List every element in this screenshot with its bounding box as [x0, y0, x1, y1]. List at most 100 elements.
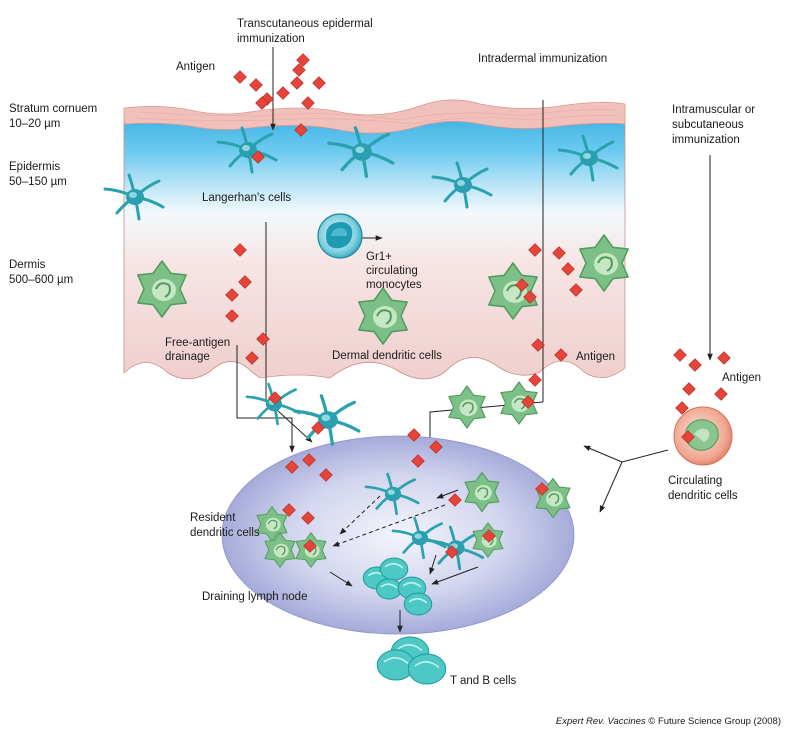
antigen-particle — [714, 387, 728, 401]
resident-dc-label: Resident dendritic cells — [190, 512, 260, 539]
antigen-particle — [276, 86, 290, 100]
antigen-particle — [282, 503, 296, 517]
dermal-dendritic-cell — [358, 287, 408, 345]
langerhans-cell — [327, 126, 395, 178]
dermal-dendritic-cells — [137, 234, 629, 568]
antigen-particle — [554, 348, 568, 362]
antigen-particle — [528, 243, 542, 257]
dermal-dendritic-cell — [137, 260, 187, 318]
langerhans-cell — [431, 161, 493, 209]
circulating-dendritic-cell — [673, 406, 733, 466]
dermal-dendritic-cell — [488, 262, 538, 320]
antigen-particle — [531, 338, 545, 352]
antigen-particle — [303, 539, 317, 553]
antigen-particle — [682, 382, 696, 396]
journal-name: Expert Rev. Vaccines — [556, 716, 646, 727]
antigen-particle — [312, 76, 326, 90]
free-antigen-label: Free-antigen drainage — [165, 337, 233, 363]
lymph-node-arrows — [329, 489, 479, 633]
copyright-text: © Future Science Group (2008) — [646, 716, 781, 727]
lymphocyte — [376, 649, 416, 681]
circ-dc-arrow-2 — [599, 461, 623, 513]
antigen-particle — [233, 70, 247, 84]
antigen-particle — [561, 262, 575, 276]
antigen-particle — [302, 453, 316, 467]
langerhans-cell — [364, 472, 420, 516]
antigen-particle — [225, 309, 239, 323]
antigen-particle — [301, 96, 315, 110]
antigen-particle — [301, 511, 315, 525]
lymphocyte — [379, 557, 409, 581]
antigen-particle — [256, 332, 270, 346]
intramuscular-label: Intramuscular or subcutaneous immunizati… — [672, 104, 758, 146]
antigen-particle — [292, 63, 306, 77]
antigen-particles — [225, 53, 731, 559]
circ-dc-arrow-3 — [621, 449, 669, 463]
antigen-particle — [245, 351, 259, 365]
antigen-particle — [233, 243, 247, 257]
antigen-particle — [251, 150, 265, 164]
antigen-particle — [255, 96, 269, 110]
antigen-particle — [675, 401, 689, 415]
antigen-particle — [523, 290, 537, 304]
skin-cross-section — [123, 99, 626, 380]
lymph-node-label: Draining lymph node — [202, 591, 307, 603]
antigen-particle — [717, 351, 731, 365]
antigen-particle — [681, 430, 695, 444]
antigen-particle — [411, 454, 425, 468]
dermis-label: Dermis 500–600 µm — [9, 259, 73, 286]
gr1-monocyte — [317, 213, 363, 259]
antigen-particle — [285, 460, 299, 474]
langerhans-cell — [391, 516, 447, 560]
dermal-dendritic-cell — [579, 234, 629, 292]
antigen-top-label: Antigen — [176, 61, 215, 73]
dermal-dendritic-cell — [448, 385, 486, 429]
antigen-particle — [311, 421, 325, 435]
stratum-corneum-label: Stratum cornuem 10–20 µm — [9, 103, 100, 130]
antigen-right-label: Antigen — [722, 372, 761, 384]
antigen-particle — [482, 529, 496, 543]
antigen-particle — [290, 76, 304, 90]
antigen-particle — [528, 373, 542, 387]
antigen-particle — [688, 358, 702, 372]
antigen-particle — [238, 275, 252, 289]
langerhans-cell — [557, 134, 619, 182]
langerhans-cell — [216, 126, 278, 174]
free-antigen-drainage-arrow — [236, 345, 295, 453]
langerhans-cells — [103, 126, 619, 571]
langerhans-cell — [103, 173, 165, 221]
antigen-particle — [225, 288, 239, 302]
dermal-dendritic-cell — [264, 532, 296, 568]
langerhans-cell — [293, 394, 361, 446]
antigen-mid-label: Antigen — [576, 351, 615, 363]
skin-tissue — [123, 119, 626, 380]
antigen-particle — [319, 468, 333, 482]
antigen-particle — [445, 545, 459, 559]
lymphocytes — [362, 557, 447, 685]
lymphocyte — [403, 592, 433, 616]
dermal-dendritic-cell — [464, 471, 500, 513]
antigen-particle — [268, 391, 282, 405]
antigen-particle — [296, 53, 310, 67]
gr1-monocytes-label: Gr1+ circulating monocytes — [366, 251, 422, 291]
lymphocyte — [376, 578, 402, 600]
antigen-particle — [407, 428, 421, 442]
copyright-caption: Expert Rev. Vaccines © Future Science Gr… — [556, 716, 781, 727]
intradermal-label: Intradermal immunization — [478, 53, 607, 65]
antigen-particle — [673, 348, 687, 362]
antigen-particle — [249, 78, 263, 92]
antigen-particle — [429, 440, 443, 454]
antigen-particle — [569, 283, 583, 297]
labels: Transcutaneous epidermal immunization An… — [9, 18, 781, 727]
transcutaneous-label: Transcutaneous epidermal immunization — [237, 18, 376, 45]
dermal-dc-label: Dermal dendritic cells — [332, 350, 442, 362]
antigen-particle — [552, 246, 566, 260]
antigen-particle — [535, 482, 549, 496]
antigen-particle — [521, 395, 535, 409]
epidermis-label: Epidermis 50–150 µm — [9, 161, 67, 188]
circulating-dc-label: Circulating dendritic cells — [668, 475, 738, 502]
tb-cells-label: T and B cells — [450, 675, 517, 687]
langerhans-label: Langerhan's cells — [202, 192, 291, 204]
antigen-particle — [515, 278, 529, 292]
